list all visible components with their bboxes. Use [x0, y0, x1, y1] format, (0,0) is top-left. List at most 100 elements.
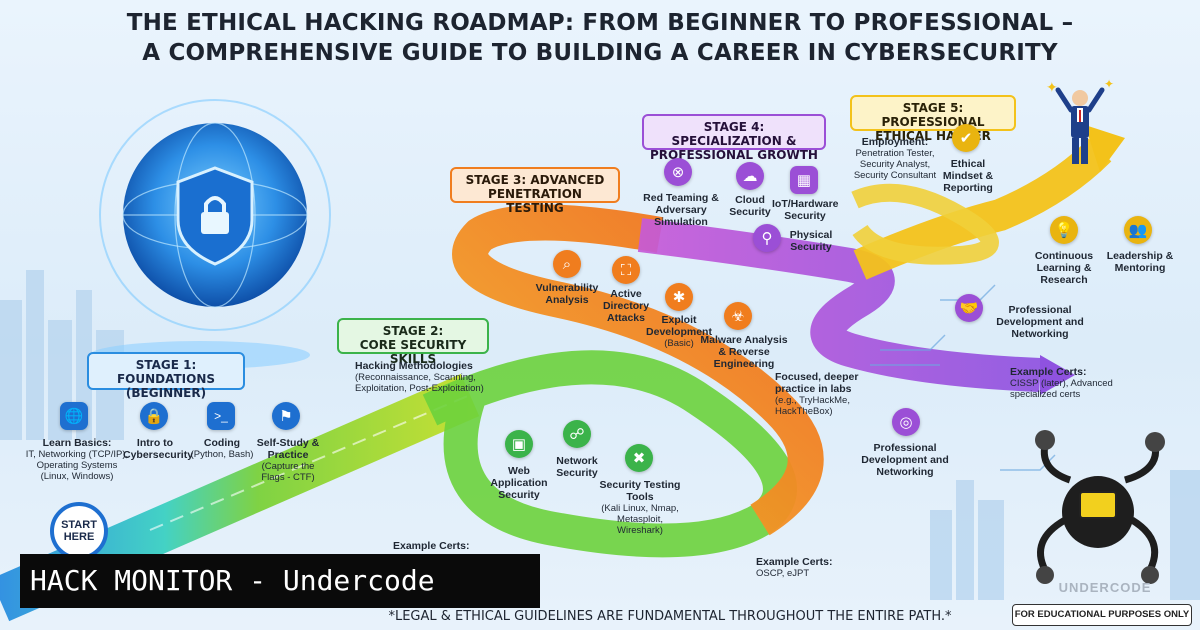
stage5-item-ethical: Ethical Mindset & Reporting [935, 158, 1001, 194]
basics-title: Learn Basics: [42, 437, 112, 449]
leadership-title: Leadership & Mentoring [1106, 250, 1174, 274]
iot-title: IoT/Hardware Security [772, 198, 839, 222]
city-skyline-right [930, 470, 1200, 600]
lock-icon: 🔒 [140, 402, 168, 430]
stage1-item-practice: Self-Study & Practice (Capture the Flags… [256, 437, 320, 483]
coding-detail: (Python, Bash) [190, 449, 254, 460]
stage4-prof-dev: Professional Development and Networking [990, 304, 1090, 340]
hack-monitor-banner: HACK MONITOR - Undercode [20, 554, 540, 608]
hacking-methodologies: Hacking Methodologies (Reconnaissance, S… [355, 360, 485, 394]
stage1-item-coding: Coding (Python, Bash) [190, 437, 254, 460]
stage-2-subtitle: CORE SECURITY SKILLS [359, 338, 467, 366]
learning-title: Continuous Learning & Research [1034, 250, 1094, 286]
stage-2-header: STAGE 2: CORE SECURITY SKILLS [337, 318, 489, 366]
stage-3-header: STAGE 3: ADVANCED PENETRATION TESTING [450, 167, 620, 215]
here-label: HERE [63, 531, 95, 543]
flag-icon: ⚑ [272, 402, 300, 430]
legal-footer-note: *LEGAL & ETHICAL GUIDELINES ARE FUNDAMEN… [388, 609, 952, 624]
stage5-item-leadership: Leadership & Mentoring [1104, 250, 1176, 274]
stage-2-title: STAGE 2: [382, 324, 444, 338]
practice-detail: (Capture the Flags - CTF) [261, 461, 315, 483]
intro-title: Intro to Cybersecurity [123, 437, 194, 461]
stage4-item-physical: Physical Security [784, 229, 838, 253]
stage4-certs-title: Example Certs: [1010, 366, 1087, 378]
browser-icon: ▣ [505, 430, 533, 458]
stage4-item-iot: IoT/Hardware Security [772, 198, 839, 222]
practice-title: Self-Study & Practice [256, 437, 320, 461]
globe-icon: 🌐 [60, 402, 88, 430]
educational-purposes-badge: FOR EDUCATIONAL PURPOSES ONLY [1012, 604, 1192, 626]
start-label: START [61, 519, 97, 531]
magnifier-icon: ⌕ [553, 250, 581, 278]
stage3-item-malware: Malware Analysis & Reverse Engineering [698, 334, 790, 370]
tools-detail: (Kali Linux, Nmap, Metasploit, Wireshark… [601, 503, 679, 536]
basics-detail: IT, Networking (TCP/IP), Operating Syste… [25, 449, 129, 482]
svg-text:✦: ✦ [1046, 79, 1058, 95]
red-title: Red Teaming & Adversary Simulation [643, 192, 719, 228]
labs-detail: (e.g., TryHackMe, HackTheBox) [775, 395, 850, 417]
undercode-logo-text: UNDERCODE [1058, 580, 1152, 595]
stage-5-title: STAGE 5: PROFESSIONAL [881, 101, 985, 129]
web-title: Web Application Security [490, 465, 548, 501]
cloud-title: Cloud Security [729, 194, 771, 218]
exploit-detail: (Basic) [664, 338, 694, 349]
page-title: THE ETHICAL HACKING ROADMAP: FROM BEGINN… [0, 8, 1200, 68]
ad-title: Active Directory Attacks [602, 288, 650, 324]
terminal-icon: >_ [207, 402, 235, 430]
tools-title: Security Testing Tools [599, 479, 681, 503]
stage4-certs-detail: CISSP (later), Advanced specialized cert… [1010, 378, 1113, 400]
stage4-prof-dev-2: Professional Development and Networking [840, 442, 970, 478]
stage2-certs: Example Certs: [393, 540, 473, 552]
target-icon: ⊗ [664, 158, 692, 186]
stage1-item-intro: Intro to Cybersecurity [123, 437, 194, 461]
stage-1-subtitle: (BEGINNER) [125, 386, 207, 400]
stage3-labs: Focused, deeper practice in labs (e.g., … [775, 371, 875, 417]
stage2-item-web: Web Application Security [488, 465, 550, 501]
stage3-item-vuln: Vulnerability Analysis [530, 282, 604, 306]
undercode-logo-mascot [1035, 430, 1165, 584]
handshake-icon: 🤝 [955, 294, 983, 322]
cloud-icon: ☁ [736, 162, 764, 190]
bug-icon: ✱ [665, 283, 693, 311]
stage5-item-learning: Continuous Learning & Research [1012, 250, 1116, 286]
malware-title: Malware Analysis & Reverse Engineering [700, 334, 788, 370]
prof-dev-2-title: Professional Development and Networking [861, 442, 949, 478]
globe-illustration [90, 99, 331, 369]
stage-4-header: STAGE 4: SPECIALIZATION & PROFESSIONAL G… [642, 114, 826, 162]
malware-icon: ☣ [724, 302, 752, 330]
stage2-item-network: Network Security [548, 455, 606, 479]
lightbulb-icon: 💡 [1050, 216, 1078, 244]
chip-icon: ▦ [790, 166, 818, 194]
stage-1-title: STAGE 1: FOUNDATIONS [116, 358, 216, 386]
physical-title: Physical Security [789, 229, 833, 253]
stage4-certs: Example Certs: CISSP (later), Advanced s… [1010, 366, 1130, 400]
globe-network-icon: ◎ [892, 408, 920, 436]
tools-icon: ✖ [625, 444, 653, 472]
check-icon: ✔ [952, 124, 980, 152]
stage4-item-red: Red Teaming & Adversary Simulation [632, 192, 730, 228]
vuln-title: Vulnerability Analysis [535, 282, 599, 306]
employment-title: Employment: [861, 136, 929, 148]
ethical-title: Ethical Mindset & Reporting [942, 158, 994, 194]
svg-text:✦: ✦ [1104, 77, 1114, 91]
stage-4-subtitle: PROFESSIONAL GROWTH [650, 148, 818, 162]
methods-detail: (Reconnaissance, Scanning, Exploitation,… [355, 372, 484, 394]
title-line-1: THE ETHICAL HACKING ROADMAP: FROM BEGINN… [126, 10, 1074, 36]
stage4-item-cloud: Cloud Security [722, 194, 778, 218]
stage3-certs-title: Example Certs: [756, 556, 833, 568]
prof-dev-title: Professional Development and Networking [996, 304, 1084, 340]
start-here-badge: START HERE [50, 502, 108, 560]
network-title: Network Security [556, 455, 598, 479]
stage1-item-basics: Learn Basics: IT, Networking (TCP/IP), O… [22, 437, 132, 482]
stage3-certs-detail: OSCP, eJPT [756, 568, 810, 579]
stage-3-title: STAGE 3: ADVANCED [465, 173, 605, 187]
employment-detail: Penetration Tester, Security Analyst, Se… [853, 148, 937, 181]
badge-icon: ⚲ [753, 224, 781, 252]
stage3-item-exploit: Exploit Development (Basic) [645, 314, 713, 349]
stage2-item-tools: Security Testing Tools (Kali Linux, Nmap… [595, 479, 685, 536]
stage5-employment: Employment: Penetration Tester, Security… [850, 136, 940, 181]
stage-3-subtitle: PENETRATION TESTING [488, 187, 582, 215]
stage-1-header: STAGE 1: FOUNDATIONS (BEGINNER) [87, 352, 245, 400]
stage2-certs-title: Example Certs: [393, 540, 470, 552]
labs-title: Focused, deeper practice in labs [775, 371, 859, 395]
